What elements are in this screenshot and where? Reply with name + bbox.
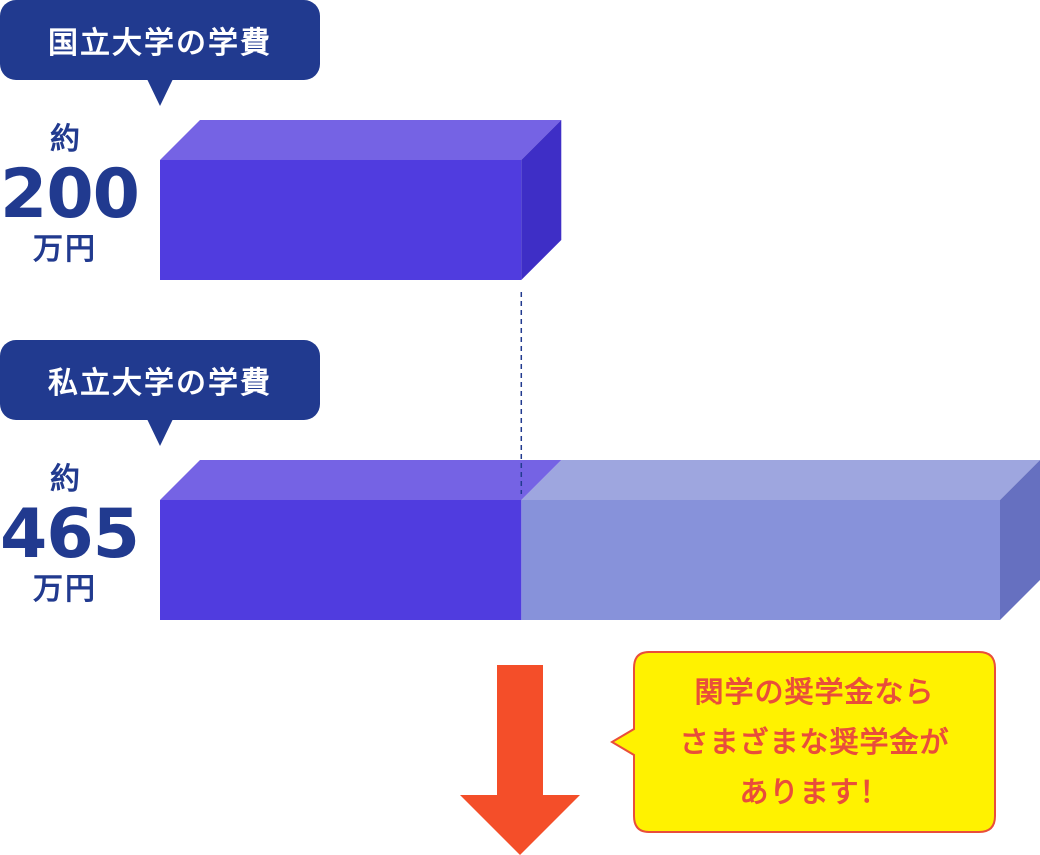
private-extra-front (521, 500, 1000, 620)
private-extra-side (1000, 460, 1040, 620)
private-university-label-text: 私立大学の学費 (48, 366, 272, 401)
private-amount: 約 465 万円 (0, 462, 140, 608)
callout-bubble-shape (610, 651, 996, 833)
national-amount-prefix: 約 (50, 122, 80, 157)
national-amount-unit: 万円 (33, 232, 97, 267)
private-base-front (160, 500, 522, 620)
private-amount-unit: 万円 (33, 572, 97, 607)
private-amount-value: 465 (0, 495, 140, 574)
private-tuition-bar (160, 460, 1040, 620)
national-bar-side (521, 120, 562, 280)
national-bar-top (160, 120, 562, 160)
callout-line-1: 関学の奨学金なら (694, 675, 935, 709)
callout-line-3: あります！ (739, 775, 890, 809)
national-amount-value: 200 (0, 155, 140, 234)
scholarship-callout: 関学の奨学金なら さまざまな奨学金が あります！ (634, 652, 995, 832)
down-arrow-shape (460, 665, 580, 855)
national-university-label-text: 国立大学の学費 (48, 26, 272, 61)
private-amount-prefix: 約 (50, 462, 80, 497)
national-amount: 約 200 万円 (0, 122, 140, 268)
national-university-label: 国立大学の学費 (0, 0, 320, 80)
callout-line-2: さまざまな奨学金が (679, 725, 950, 759)
down-arrow-icon (460, 665, 580, 855)
national-bar-front (160, 160, 522, 280)
national-label-tail (147, 79, 173, 106)
private-extra-top (521, 460, 1040, 500)
private-base-top (160, 460, 562, 500)
private-label-tail (147, 419, 173, 446)
national-tuition-bar (160, 120, 562, 280)
private-university-label: 私立大学の学費 (0, 340, 320, 420)
